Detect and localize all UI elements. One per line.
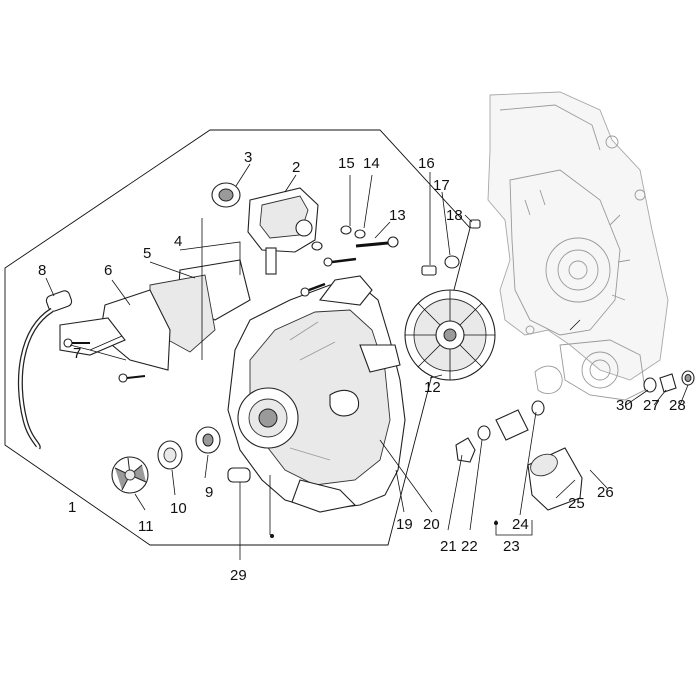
callout-7: 7 — [73, 345, 81, 362]
oil-filter — [527, 447, 583, 511]
callout-6: 6 — [104, 262, 112, 279]
callout-13: 13 — [389, 207, 406, 224]
heat-shield-plates — [59, 259, 251, 371]
thermostat-body — [247, 187, 319, 275]
callout-9: 9 — [205, 484, 213, 501]
callout-11: 11 — [138, 518, 154, 535]
pump-cover-housing — [227, 275, 406, 513]
engine-crankcase-outline — [487, 91, 669, 401]
fan-wheel — [404, 289, 496, 381]
callout-5: 5 — [143, 245, 151, 262]
callout-8: 8 — [38, 262, 46, 279]
callout-26: 26 — [597, 484, 614, 501]
callout-25: 25 — [568, 495, 585, 512]
callout-23: 23 — [503, 538, 520, 555]
callout-27: 27 — [643, 397, 660, 414]
callout-14: 14 — [363, 155, 380, 172]
callout-19: 19 — [396, 516, 413, 533]
callout-15: 15 — [338, 155, 355, 172]
shaft-seal — [195, 426, 221, 454]
callout-2: 2 — [292, 159, 300, 176]
callout-1: 1 — [68, 499, 76, 516]
callout-10: 10 — [170, 500, 187, 517]
callout-18: 18 — [446, 207, 463, 224]
leader-lines — [45, 163, 689, 560]
screws — [63, 236, 399, 383]
callout-4: 4 — [174, 233, 182, 250]
assembly-group-frame — [4, 129, 471, 546]
oil-drain-parts — [455, 400, 545, 463]
callout-12: 12 — [424, 379, 441, 396]
callout-3: 3 — [244, 149, 252, 166]
water-pump-impeller — [111, 456, 149, 494]
bearing-ring — [211, 182, 241, 208]
callout-17: 17 — [433, 177, 450, 194]
callout-28: 28 — [669, 397, 686, 414]
callout-20: 20 — [423, 516, 440, 533]
pump-seal — [157, 440, 183, 470]
callout-labels: 1 2 3 4 5 6 7 8 9 10 11 12 13 14 15 16 1… — [38, 149, 686, 584]
coolant-hose — [17, 290, 73, 450]
bolt-and-washer — [421, 219, 481, 276]
callout-16: 16 — [418, 155, 435, 172]
plug-and-seals — [643, 370, 695, 393]
callout-21: 21 — [440, 538, 457, 555]
callout-24: 24 — [512, 516, 529, 533]
callout-22: 22 — [461, 538, 478, 555]
callout-29: 29 — [230, 567, 247, 584]
washers — [311, 225, 366, 251]
small-gasket — [227, 467, 251, 483]
callout-30: 30 — [616, 397, 633, 414]
